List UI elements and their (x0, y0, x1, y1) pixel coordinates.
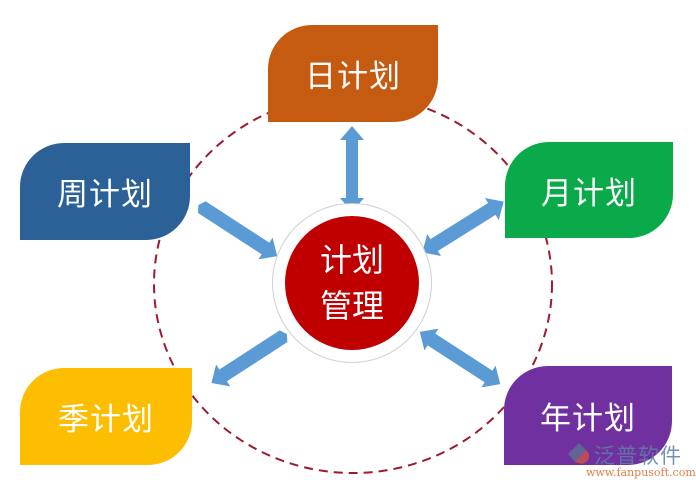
watermark: 泛普软件 www.fanpusoft.com (566, 440, 696, 485)
brand-logo-icon (568, 443, 590, 464)
arrow-year (419, 328, 501, 388)
node-label: 月计划 (541, 175, 637, 212)
dashed-ring (153, 94, 553, 474)
node-monthly-plan: 月计划 (505, 142, 673, 238)
watermark-brand: 泛普软件 (594, 444, 682, 468)
node-label: 季计划 (58, 402, 154, 438)
node-label: 周计划 (57, 177, 153, 213)
center-label-line2: 管理 (319, 287, 384, 325)
arrow-season (211, 330, 288, 387)
node-daily-plan: 日计划 (268, 25, 438, 122)
node-label: 年计划 (540, 401, 636, 437)
node-weekly-plan: 周计划 (20, 143, 190, 240)
center-label-line1: 计划 (319, 241, 384, 279)
arrow-month (422, 197, 504, 257)
arrows (197, 126, 504, 388)
node-yearly-plan: 年计划 (504, 366, 672, 465)
arrow-day (340, 126, 364, 212)
watermark-url: www.fanpusoft.com (586, 466, 696, 479)
node-quarterly-plan: 季计划 (20, 368, 192, 465)
arrow-week (197, 201, 278, 260)
center-node-plan-management: 计划 管理 (285, 216, 419, 350)
node-label: 日计划 (305, 59, 401, 95)
